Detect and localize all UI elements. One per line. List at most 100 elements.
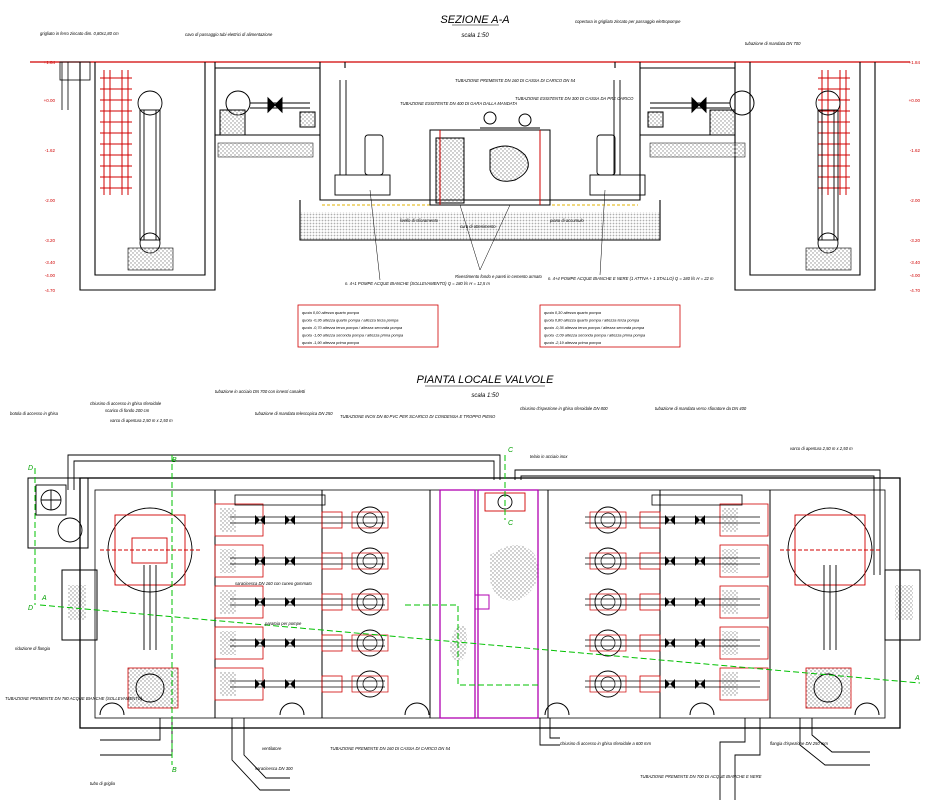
level-label: -1.62 bbox=[910, 148, 921, 153]
section-scale: scala 1:50 bbox=[461, 33, 489, 39]
valve-symbol bbox=[700, 515, 705, 525]
legend-row: quota -0,36 altezza quarto pompa / altez… bbox=[302, 318, 399, 323]
mark-b-top: B bbox=[172, 457, 177, 464]
mark-a-right: A bbox=[914, 675, 920, 682]
level-label: -1.62 bbox=[45, 148, 56, 153]
valve-symbol bbox=[670, 597, 675, 607]
right-pump-rows bbox=[585, 494, 769, 701]
legend-row: quota 0,80 altezza quarto pompa / altezz… bbox=[544, 318, 640, 323]
level-label: -3.40 bbox=[45, 260, 56, 265]
note-ventilation: ventilatore bbox=[262, 746, 282, 751]
valve-symbol bbox=[260, 597, 265, 607]
right-pump-circle bbox=[813, 673, 843, 703]
section-axes bbox=[34, 455, 921, 765]
plan-scale: scala 1:50 bbox=[471, 393, 499, 399]
valve-symbol bbox=[255, 556, 260, 566]
valve-pad bbox=[722, 672, 738, 696]
left-shaft bbox=[59, 61, 216, 291]
flange-box bbox=[321, 675, 343, 693]
ventilator-unit bbox=[35, 484, 83, 543]
pump-circle bbox=[594, 588, 622, 616]
valve-pad bbox=[220, 590, 236, 614]
level-label: -2.00 bbox=[910, 198, 921, 203]
valve-symbol bbox=[285, 515, 290, 525]
valve-symbol bbox=[260, 638, 265, 648]
note-grate-right: copertura in grigliato zincato per passa… bbox=[575, 19, 681, 24]
valve-symbol bbox=[670, 556, 675, 566]
note-reducer: flangia d'ispezione DN 250 mm bbox=[770, 741, 828, 746]
legend-row: quota 0,00 altezza quarto pompa bbox=[302, 310, 360, 315]
pump-inner bbox=[362, 635, 378, 651]
valve-symbol bbox=[695, 638, 700, 648]
valve-box bbox=[719, 585, 769, 619]
valve-symbol bbox=[255, 679, 260, 689]
pump-frame bbox=[351, 511, 389, 529]
legend-row: quota -2,09 altezza seconda pompa / alte… bbox=[544, 333, 646, 338]
pump-inner bbox=[362, 512, 378, 528]
valve-pad bbox=[220, 672, 236, 696]
pump-circle bbox=[594, 629, 622, 657]
level-label: +1.84 bbox=[44, 60, 56, 65]
manifold-left bbox=[234, 494, 326, 506]
left-submersible-pump bbox=[334, 80, 391, 196]
note-window-left: botola di accesso in ghisa bbox=[10, 411, 59, 416]
mark-a-left: A bbox=[41, 595, 47, 602]
channel-hatch bbox=[474, 594, 490, 610]
flange-box bbox=[639, 511, 661, 529]
note-bottom-left: TUBAZIONE PREMENTE DN 780 ACQUE BIANCHE … bbox=[5, 696, 143, 701]
mark-c-bottom: C bbox=[508, 520, 514, 527]
pump-inner bbox=[600, 676, 616, 692]
right-slab bbox=[649, 142, 746, 158]
valve-symbol bbox=[255, 638, 260, 648]
section-view: SEZIONE A-A scala 1:50 bbox=[30, 14, 921, 348]
level-label: -3.40 bbox=[910, 260, 921, 265]
valve-symbol bbox=[285, 556, 290, 566]
pump-inner bbox=[362, 553, 378, 569]
plan-view: PIANTA LOCALE VALVOLE scala 1:50 bbox=[5, 374, 921, 800]
note-grate-left: grigliato in ferro zincato dim. 0,80x1,8… bbox=[40, 31, 119, 36]
valve-box bbox=[719, 503, 769, 537]
pump-frame bbox=[589, 593, 627, 611]
flange-box bbox=[321, 552, 343, 570]
pump-frame bbox=[589, 634, 627, 652]
right-pump-pad bbox=[805, 667, 852, 709]
pump-circle bbox=[594, 547, 622, 575]
valve-symbol bbox=[290, 638, 295, 648]
valve-symbol bbox=[695, 515, 700, 525]
valve-symbol bbox=[255, 597, 260, 607]
pump-inner bbox=[600, 594, 616, 610]
pump-circle bbox=[356, 547, 384, 575]
note-hatch-dim: scarico di fondo 200 cm bbox=[105, 408, 150, 413]
note-pumps-left: n. 4+1 POMPE ACQUE BIANCHE (SOLLEVAMENTO… bbox=[345, 281, 490, 286]
valve-symbol bbox=[290, 515, 295, 525]
valve-symbol bbox=[665, 679, 670, 689]
level-label: -3.20 bbox=[45, 238, 56, 243]
pump-inner bbox=[362, 676, 378, 692]
pump-frame bbox=[351, 634, 389, 652]
note-sleeve-right: tubazione di mandata DN 700 bbox=[745, 41, 801, 46]
note-access-bottom: chiusino di accesso in ghisa sferoidale … bbox=[560, 741, 652, 746]
level-label: -3.20 bbox=[910, 238, 921, 243]
note-aerator: tubazione di mandata telescopica DN 250 bbox=[255, 411, 333, 416]
note-pumps-right: n. 4+4 POMPE ACQUE BIANCHE E NERE (1 ATT… bbox=[548, 276, 714, 281]
note-pipe-left: TUBAZIONE ESISTENTE DN 400 DI GARA DALLA… bbox=[400, 101, 517, 106]
valve-pad bbox=[220, 549, 236, 573]
valve-symbol bbox=[665, 638, 670, 648]
pump-circle bbox=[356, 629, 384, 657]
flange-box bbox=[639, 675, 661, 693]
level-label: +0.00 bbox=[44, 98, 56, 103]
flange-box bbox=[321, 593, 343, 611]
level-label: -2.00 bbox=[45, 198, 56, 203]
note-bottom-mid: TUBAZIONE PREMENTE DN 160 DI CASSA DI CA… bbox=[330, 746, 451, 751]
pump-circle bbox=[356, 506, 384, 534]
left-hatch-pad bbox=[68, 585, 86, 620]
valve-symbol bbox=[285, 638, 290, 648]
note-tube-mid: telaio in acciaio inox bbox=[530, 454, 568, 459]
valve-box bbox=[719, 544, 769, 578]
legend-row: quota -0,70 altezza terza pompa / altezz… bbox=[302, 325, 403, 330]
basin-floor-fill bbox=[300, 212, 660, 240]
flange-box bbox=[639, 634, 661, 652]
note-bottom-right: TUBAZIONE PREMENTE DN 700 DI ACQUE BIANC… bbox=[640, 774, 762, 779]
